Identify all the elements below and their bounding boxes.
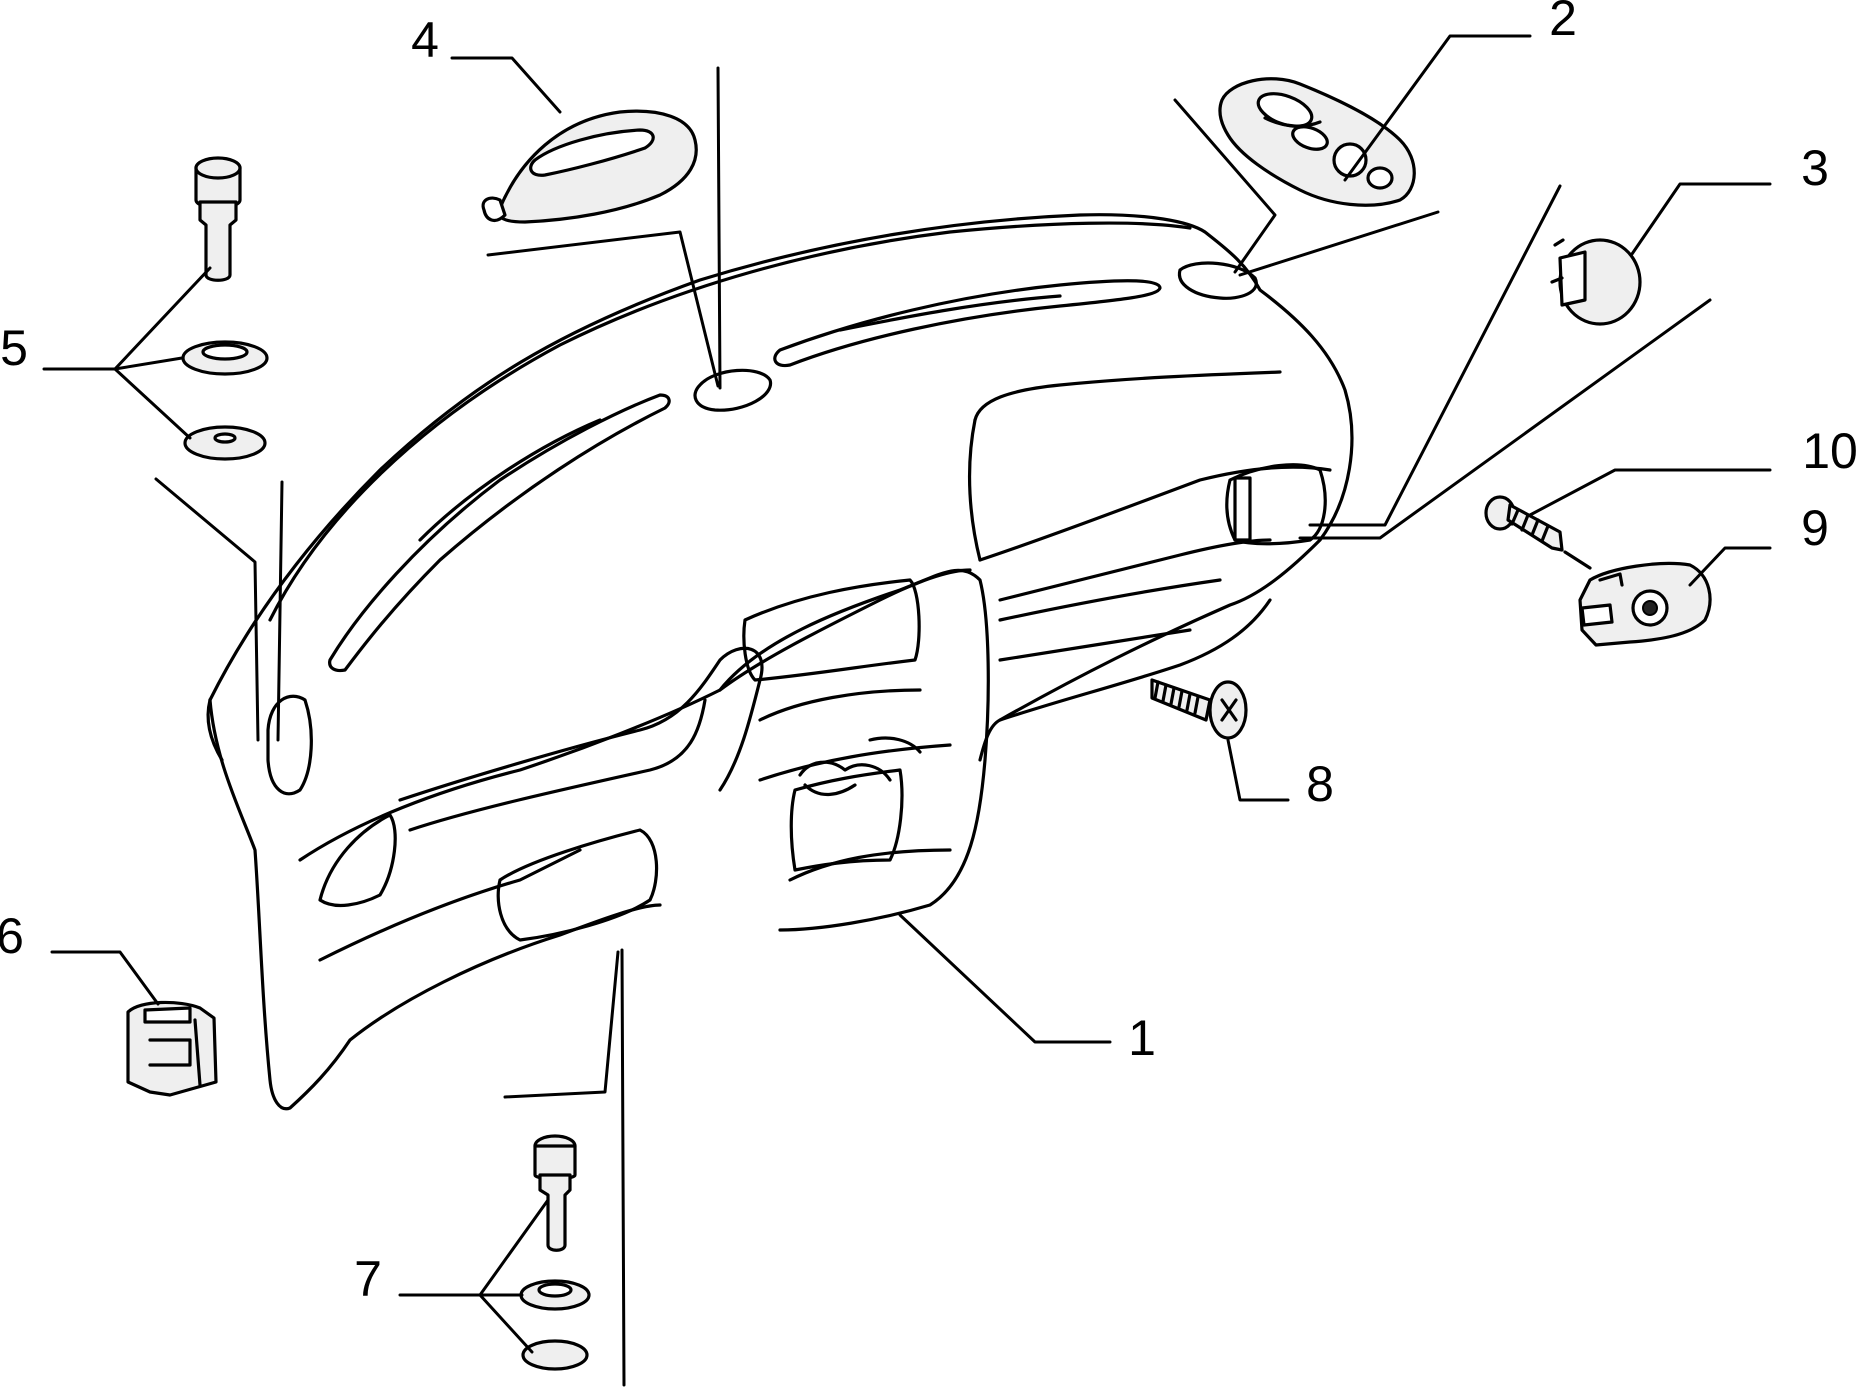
dashboard-panel (206, 213, 1354, 1111)
leader-lines (42, 34, 1772, 1387)
bracket-clip (1578, 561, 1712, 647)
callout-7: 7 (354, 1251, 382, 1307)
round-cap (1550, 238, 1642, 326)
callout-6: 6 (0, 908, 24, 964)
callout-2: 2 (1549, 0, 1577, 46)
callout-labels: 1 2 3 4 5 6 7 8 9 10 (0, 0, 1858, 1307)
switch-panel (1218, 77, 1416, 207)
screw (1484, 495, 1592, 570)
callout-10: 10 (1802, 423, 1858, 479)
callout-9: 9 (1801, 500, 1829, 556)
bolt-with-washers-7 (519, 1134, 591, 1371)
callout-5: 5 (0, 320, 28, 376)
clip (126, 1000, 218, 1097)
callout-3: 3 (1801, 140, 1829, 196)
self-tapping-screw (1150, 678, 1248, 740)
callout-8: 8 (1306, 756, 1334, 812)
callout-1: 1 (1128, 1010, 1156, 1066)
callout-4: 4 (411, 12, 439, 68)
bolt-with-washers-5 (181, 156, 269, 461)
speaker-grille-cover (481, 109, 698, 224)
